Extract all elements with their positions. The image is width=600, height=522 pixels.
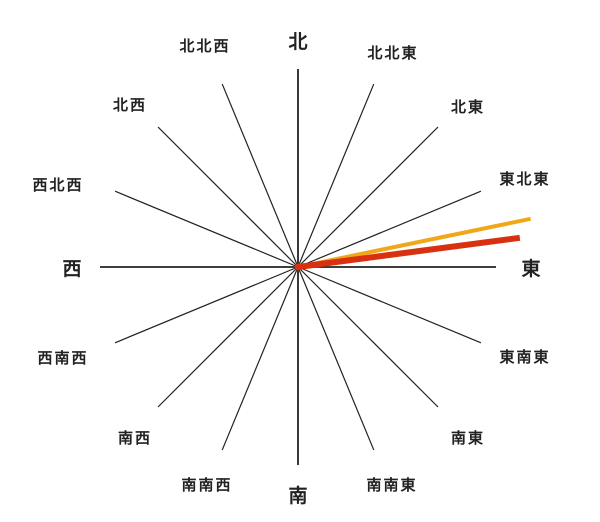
direction-label: 北西: [113, 96, 147, 114]
direction-spokes: [100, 69, 496, 465]
direction-labels: 北北北東北東東北東東東南東南東南南東南 南南西 南西 西南西 西 西北西 北西 北北西: [32, 31, 550, 507]
spoke-247.5: [114, 266, 299, 344]
spoke-67.5: [297, 190, 482, 268]
spoke-337.5: [221, 83, 299, 268]
direction-label: 東南東: [499, 348, 550, 366]
spoke-112.5: [297, 266, 482, 344]
spoke-202.5: [221, 266, 299, 451]
spoke-292.5: [114, 190, 299, 268]
spoke-45: [297, 126, 439, 268]
spoke-225: [157, 266, 299, 408]
direction-label: 北東: [451, 98, 485, 116]
direction-label: 北北西: [179, 37, 230, 55]
pointers: [294, 216, 532, 271]
direction-label: 北: [288, 31, 307, 53]
direction-label: 東北東: [499, 170, 550, 188]
direction-label: 南: [288, 485, 307, 507]
direction-label: 南西: [118, 429, 152, 447]
direction-label: 南東: [451, 429, 485, 447]
direction-label: 南南東: [366, 476, 417, 494]
direction-label: 西南西: [37, 349, 88, 367]
direction-label: 北北東: [367, 44, 418, 62]
red-pointer: [297, 234, 521, 270]
spoke-157.5: [297, 266, 375, 451]
direction-label: 西: [62, 258, 81, 280]
spoke-22.5: [297, 83, 375, 268]
direction-label: 西北西: [32, 176, 83, 194]
direction-label: 南南西: [181, 476, 232, 494]
center-hub: [294, 263, 302, 271]
spoke-315: [157, 126, 299, 268]
spoke-135: [297, 266, 439, 408]
direction-label: 東: [521, 257, 540, 280]
